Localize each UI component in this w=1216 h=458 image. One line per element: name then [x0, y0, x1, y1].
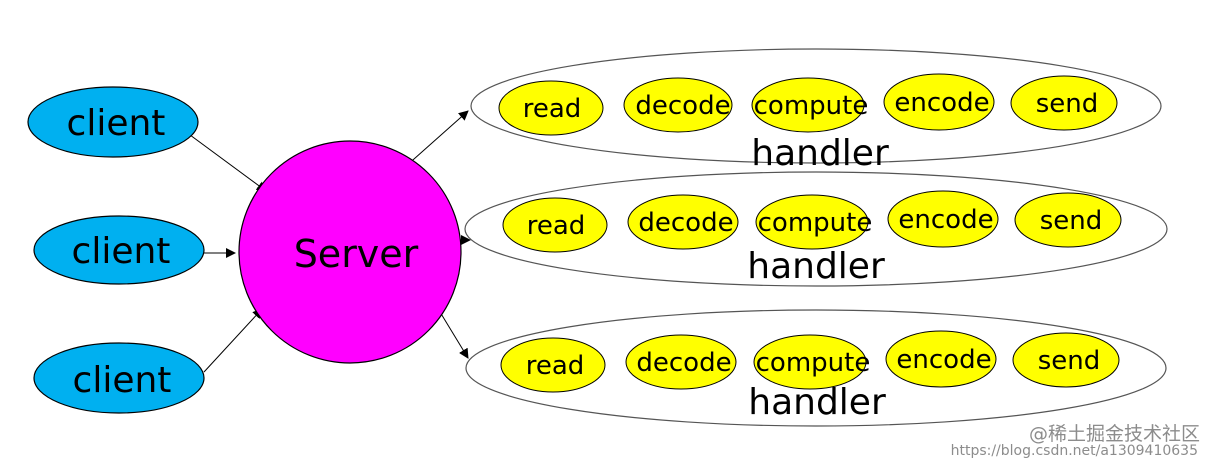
handler-group-1: read decode compute encode send handler: [470, 48, 1162, 174]
step-label: send: [1040, 206, 1103, 236]
step-label: compute: [756, 348, 871, 378]
step-encode: encode: [887, 190, 999, 248]
step-read: read: [502, 197, 608, 253]
step-ellipse: [1010, 75, 1118, 131]
step-label: encode: [894, 88, 989, 118]
step-ellipse: [883, 73, 995, 131]
step-ellipse: [498, 80, 604, 136]
client-arrows: [185, 131, 267, 373]
client-node-1: client: [27, 86, 199, 158]
step-ellipse: [1012, 332, 1120, 388]
step-ellipse: [500, 337, 606, 393]
watermark-source: @稀土掘金技术社区: [1029, 423, 1200, 445]
client-label: client: [72, 231, 171, 272]
arrow-server-to-handler-3: [439, 311, 469, 359]
step-decode: decode: [625, 334, 737, 390]
step-send: send: [1012, 332, 1120, 388]
step-label: compute: [758, 208, 873, 238]
client-node-3: client: [33, 342, 205, 414]
step-label: read: [523, 94, 582, 124]
step-label: read: [526, 351, 585, 381]
step-ellipse: [502, 197, 608, 253]
step-label: compute: [754, 91, 869, 121]
step-ellipse: [887, 190, 999, 248]
server-circle: [238, 140, 462, 364]
handler-outline: [464, 171, 1168, 287]
step-send: send: [1010, 75, 1118, 131]
client-ellipse: [33, 342, 205, 414]
step-ellipse: [1014, 192, 1122, 248]
client-ellipse: [33, 215, 205, 285]
client-ellipse: [27, 86, 199, 158]
step-label: decode: [636, 348, 731, 378]
step-compute: compute: [753, 334, 871, 390]
step-decode: decode: [623, 77, 733, 133]
server-node: Server: [238, 140, 462, 364]
step-read: read: [498, 80, 604, 136]
watermark: @稀土掘金技术社区 https://blog.csdn.net/a1309410…: [951, 423, 1200, 458]
step-label: read: [527, 211, 586, 241]
step-encode: encode: [883, 73, 995, 131]
client-node-2: client: [33, 215, 205, 285]
step-label: decode: [638, 208, 733, 238]
client-label: client: [73, 360, 172, 401]
handler-outline: [465, 309, 1167, 427]
handler-label: handler: [748, 382, 886, 423]
client-label: client: [67, 103, 166, 144]
watermark-url: https://blog.csdn.net/a1309410635: [951, 443, 1198, 458]
step-compute: compute: [755, 194, 873, 250]
step-encode: encode: [885, 330, 997, 388]
step-label: encode: [896, 345, 991, 375]
handler-label: handler: [751, 133, 889, 174]
step-read: read: [500, 337, 606, 393]
step-ellipse: [885, 330, 997, 388]
step-ellipse: [751, 77, 865, 133]
handler-group-2: read decode compute encode send handler: [464, 171, 1168, 287]
server-label: Server: [294, 232, 419, 276]
step-ellipse: [627, 194, 739, 250]
step-compute: compute: [751, 77, 869, 133]
step-decode: decode: [627, 194, 739, 250]
step-ellipse: [625, 334, 737, 390]
arrow-server-to-handler-1: [404, 110, 469, 168]
step-ellipse: [753, 334, 867, 390]
step-ellipse: [755, 194, 869, 250]
handler-group-3: read decode compute encode send handler: [465, 309, 1167, 427]
step-label: send: [1036, 89, 1099, 119]
arrow-client-1-to-server: [185, 131, 267, 192]
step-label: encode: [898, 205, 993, 235]
arrow-client-3-to-server: [203, 308, 263, 373]
handler-outline: [470, 48, 1162, 164]
step-label: send: [1038, 346, 1101, 376]
handler-label: handler: [747, 246, 885, 287]
step-ellipse: [623, 77, 733, 133]
step-label: decode: [635, 91, 730, 121]
step-send: send: [1014, 192, 1122, 248]
